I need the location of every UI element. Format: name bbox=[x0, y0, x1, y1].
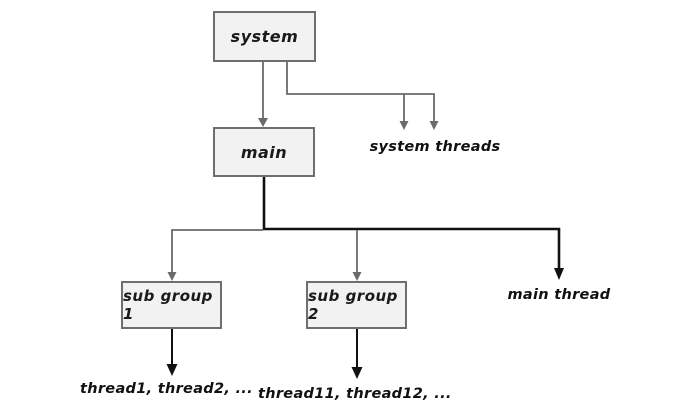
label-system-threads: system threads bbox=[369, 139, 501, 155]
edge-main-to-sub-group-1 bbox=[167, 229, 263, 281]
edge-system-to-main bbox=[258, 62, 268, 127]
arrowhead-sub1-threads bbox=[166, 364, 178, 376]
edge-sub-group-2-to-threads bbox=[351, 329, 363, 379]
node-sub-group-2-label: sub group 2 bbox=[308, 287, 398, 323]
node-main: main bbox=[213, 127, 315, 177]
arrowhead-sub-group-1 bbox=[167, 272, 177, 281]
edge-system-to-system-threads bbox=[286, 62, 439, 130]
edge-main-to-sub-group-2 bbox=[352, 230, 362, 281]
arrowhead-sub-group-2 bbox=[352, 272, 362, 281]
node-sub-group-1: sub group 1 bbox=[121, 281, 222, 329]
node-sub-group-1-label: sub group 1 bbox=[123, 287, 213, 323]
node-sub-group-2: sub group 2 bbox=[306, 281, 407, 329]
node-main-label: main bbox=[240, 142, 288, 162]
arrowhead-system-thread-left bbox=[399, 121, 409, 130]
node-system-label: system bbox=[230, 27, 299, 46]
label-sub2-threads: thread11, thread12, ... bbox=[258, 386, 452, 402]
arrowhead-main-thread bbox=[554, 268, 564, 280]
arrowhead-system-to-main bbox=[258, 118, 268, 127]
arrowhead-sub2-threads bbox=[351, 367, 363, 379]
node-system: system bbox=[213, 11, 316, 62]
edge-sub-group-1-to-threads bbox=[166, 329, 178, 376]
label-sub1-threads: thread1, thread2, ... bbox=[80, 381, 253, 397]
arrowhead-system-thread-right bbox=[429, 121, 439, 130]
edge-main-trunk bbox=[262, 177, 564, 280]
label-main-thread: main thread bbox=[507, 287, 611, 303]
